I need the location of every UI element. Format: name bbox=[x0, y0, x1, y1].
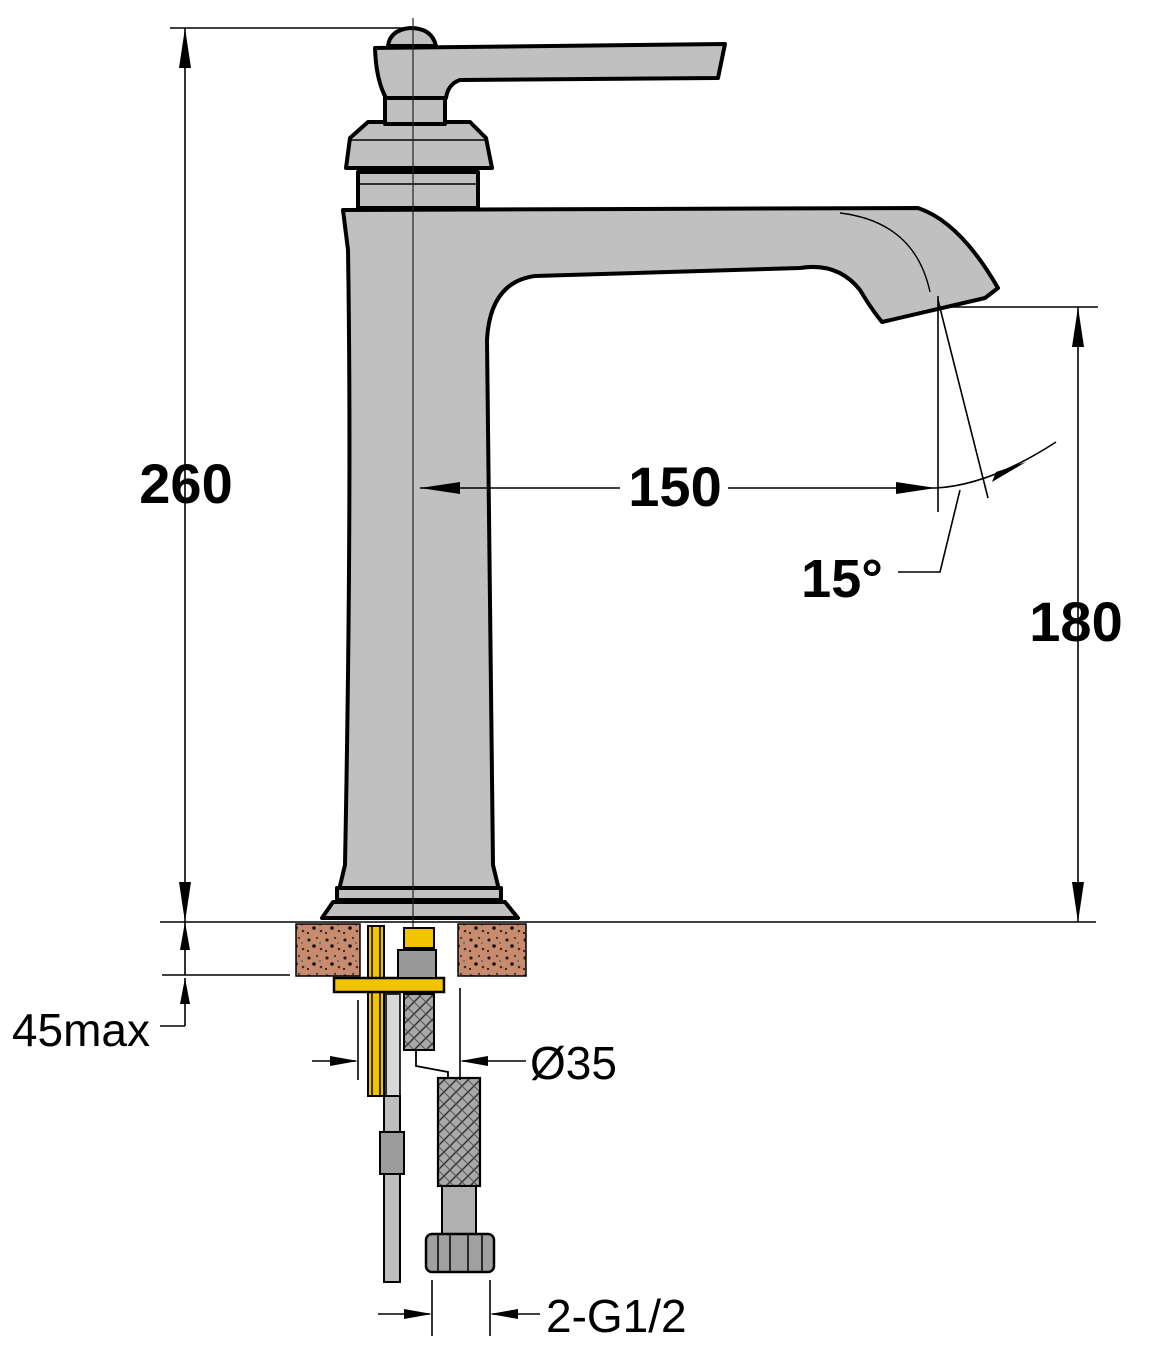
dim-total-height: 260 bbox=[139, 27, 1096, 923]
dim-spout-angle: 15° bbox=[801, 299, 1057, 609]
neck-ring bbox=[356, 170, 480, 210]
hole-diameter-label: Ø35 bbox=[530, 1037, 617, 1089]
mounting-hardware bbox=[332, 925, 496, 1283]
handle-stem bbox=[383, 94, 447, 126]
faucet-column-spout bbox=[337, 206, 1000, 892]
dim-deck-thickness: 45max bbox=[12, 922, 290, 1056]
spout-inner-line bbox=[839, 212, 931, 293]
handle-button bbox=[386, 26, 438, 48]
spout-height-label: 180 bbox=[1029, 590, 1122, 653]
pipe-ferrule bbox=[379, 1131, 405, 1175]
countertop-left bbox=[295, 923, 361, 977]
handle-cap bbox=[344, 120, 494, 170]
hose-upper bbox=[403, 993, 435, 1051]
spout-angle-label: 15° bbox=[801, 549, 883, 609]
dim-hole-diameter: Ø35 bbox=[312, 988, 617, 1089]
copper-pipe bbox=[383, 1095, 401, 1283]
dim-connection: 2-G1/2 bbox=[378, 1280, 687, 1342]
base-ring-upper bbox=[335, 886, 503, 902]
dim-spout-reach: 150 bbox=[420, 296, 939, 518]
countertop-right bbox=[457, 923, 527, 977]
countertop bbox=[295, 923, 527, 977]
spout-reach-label: 150 bbox=[628, 455, 721, 518]
deck-thickness-label: 45max bbox=[12, 1004, 150, 1056]
faucet-body bbox=[320, 26, 1000, 920]
brass-fitting bbox=[403, 927, 435, 949]
hose-nut bbox=[424, 1232, 496, 1274]
base-flange bbox=[320, 900, 520, 920]
mounting-plate bbox=[332, 976, 446, 994]
hose-fitting bbox=[441, 1185, 477, 1235]
total-height-label: 260 bbox=[139, 452, 232, 515]
threaded-rod bbox=[367, 925, 385, 1097]
braided-hose bbox=[436, 1076, 482, 1188]
mounting-nut bbox=[397, 949, 437, 979]
connection-label: 2-G1/2 bbox=[546, 1290, 687, 1342]
inner-tube bbox=[385, 993, 401, 1097]
handle-lever bbox=[373, 42, 727, 100]
dim-spout-height: 180 bbox=[938, 306, 1123, 922]
